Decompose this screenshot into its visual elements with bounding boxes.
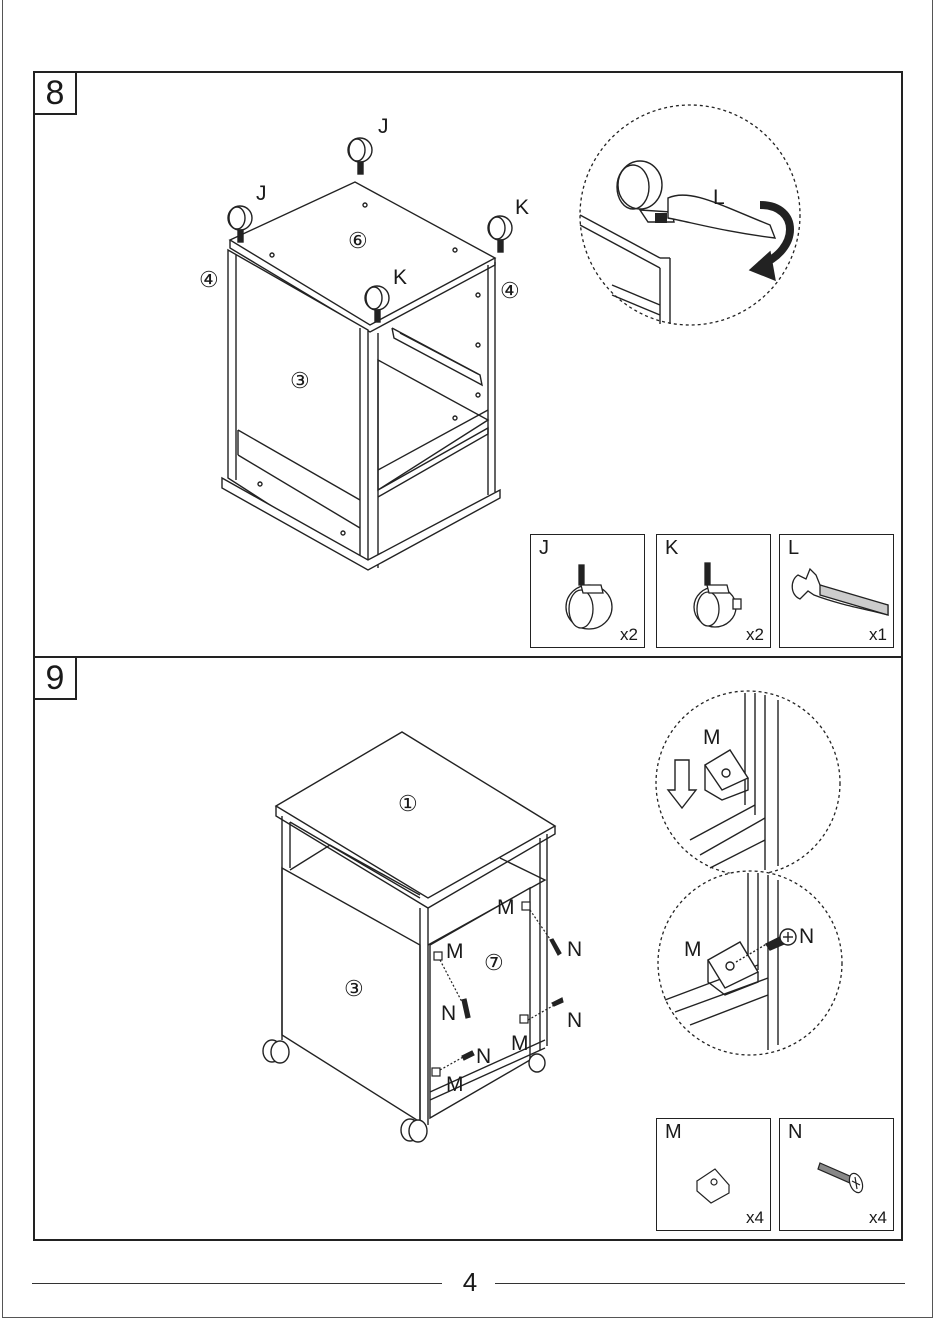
panel-1-label: ① [398,792,418,817]
part-m-qty: x4 [746,1208,764,1228]
screw-detail-icon [658,871,842,1055]
callout-n-bottom-right: N [567,1009,582,1033]
callout-m-bottom-left: M [446,1073,464,1097]
part-m-label: M [665,1121,682,1144]
callout-m-top-left: M [446,940,464,964]
footer-rule-right [495,1283,905,1284]
callout-m-bottom-right: M [511,1032,529,1056]
panel-3-label-step9: ③ [344,977,364,1002]
bracket-detail-icon-top [656,691,840,875]
callout-n-left: N [441,1002,456,1026]
callout-m-detail-bottom: M [684,938,702,962]
callout-n-top-right: N [567,938,582,962]
page-number: 4 [450,1267,490,1298]
part-box-n: N x4 [779,1118,894,1231]
part-box-m: M x4 [656,1118,771,1231]
panel-7-label: ⑦ [484,951,504,976]
footer-rule-left [32,1283,442,1284]
callout-n-detail: N [799,925,814,949]
callout-m-detail-top: M [703,726,721,750]
callout-m-top-right: M [497,896,515,920]
part-n-qty: x4 [869,1208,887,1228]
part-n-label: N [788,1121,802,1144]
callout-n-bottom: N [476,1045,491,1069]
